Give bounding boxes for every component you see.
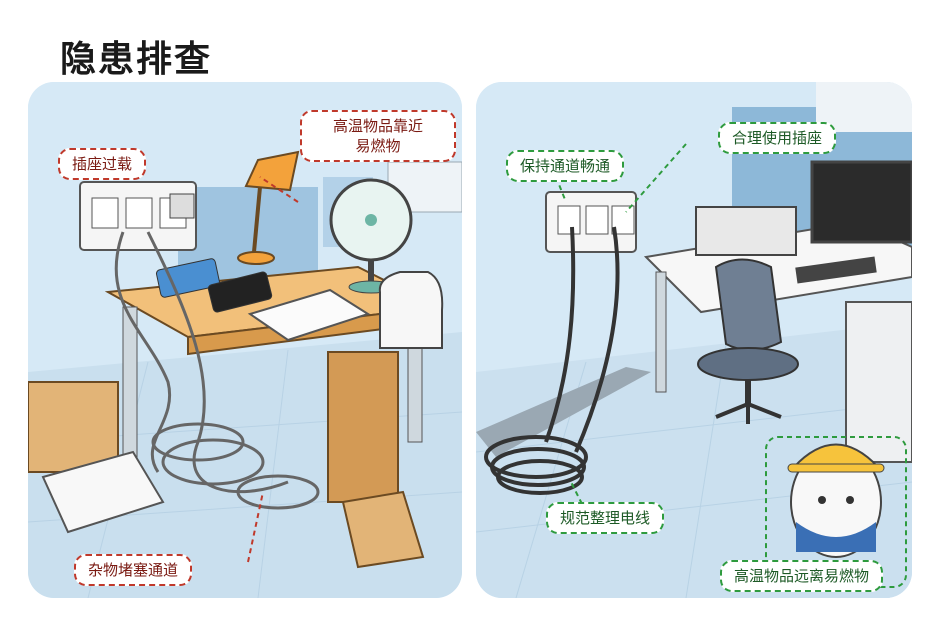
blocked-passage-label: 杂物堵塞通道 — [88, 561, 179, 579]
proper-socket-label: 合理使用插座 — [732, 129, 823, 147]
socket-overload-label: 插座过载 — [72, 155, 133, 173]
hazard-scene-panel: 插座过载 高温物品靠近 易燃物 杂物堵塞通道 — [28, 82, 462, 598]
blocked-passage-callout: 杂物堵塞通道 — [74, 554, 193, 586]
tidy-cables-label: 规范整理电线 — [560, 509, 651, 527]
keep-clear-callout: 保持通道畅通 — [506, 150, 625, 182]
socket-overload-callout: 插座过载 — [58, 148, 147, 180]
safe-scene-panel: 保持通道畅通 合理使用插座 规范整理电线 高温物品远离易燃物 — [476, 82, 912, 598]
hot-away-flammable-callout: 高温物品远离易燃物 — [720, 560, 884, 592]
hot-near-flammable-callout: 高温物品靠近 易燃物 — [300, 110, 456, 162]
proper-socket-callout: 合理使用插座 — [718, 122, 837, 154]
page-title: 隐患排查 — [60, 39, 213, 80]
keep-clear-label: 保持通道畅通 — [520, 157, 611, 175]
hot-near-flammable-line2: 易燃物 — [355, 137, 401, 155]
safe-scene-illustration — [476, 82, 912, 598]
hot-near-flammable-line1: 高温物品靠近 — [332, 117, 423, 135]
tidy-cables-callout: 规范整理电线 — [546, 502, 665, 534]
hot-away-flammable-label: 高温物品远离易燃物 — [734, 567, 870, 585]
